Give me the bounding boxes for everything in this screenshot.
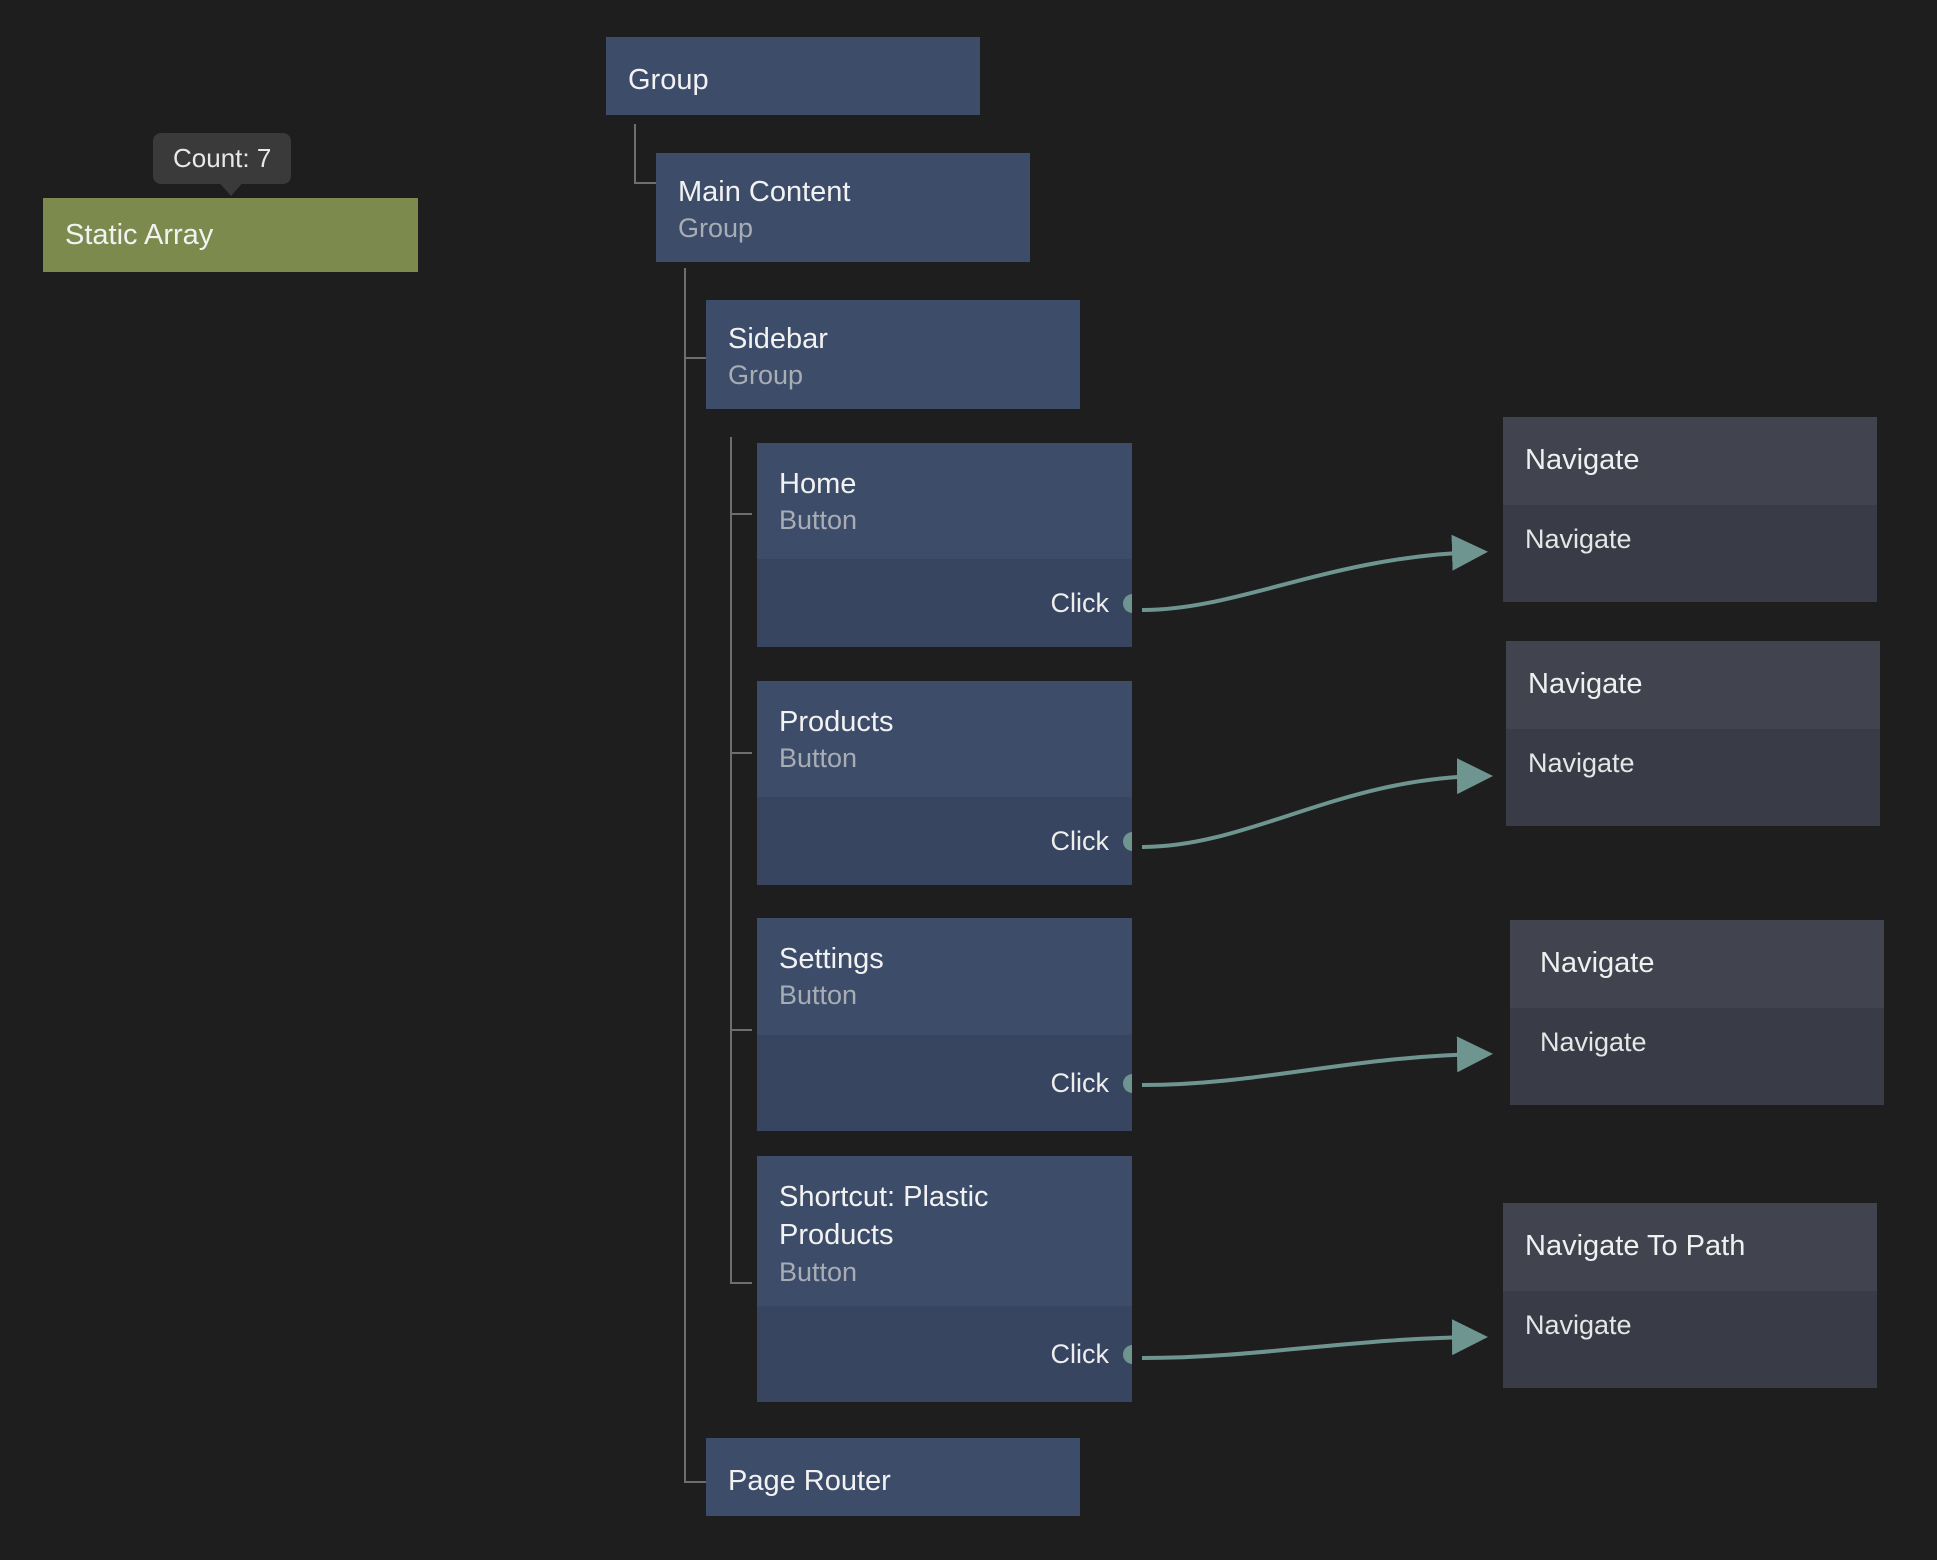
node-navigate-2-port-label[interactable]: Navigate <box>1506 729 1880 797</box>
node-products-click-label: Click <box>1051 826 1124 857</box>
tree-rail-shortcut-elbow <box>730 1282 752 1284</box>
node-navigate-1[interactable]: Navigate Navigate <box>1503 417 1877 602</box>
node-sidebar[interactable]: Sidebar Group <box>706 300 1080 415</box>
tree-rail-group <box>634 124 636 184</box>
count-tooltip-arrow <box>217 180 245 196</box>
node-navigate-to-path-port-label[interactable]: Navigate <box>1503 1291 1877 1359</box>
node-home-click-port[interactable] <box>1123 594 1132 613</box>
node-shortcut-plastic-products-head: Shortcut: Plastic Products Button <box>757 1156 1132 1306</box>
node-shortcut-plastic-products-title: Shortcut: Plastic Products <box>779 1178 1034 1255</box>
wire-shortcut-to-navigate-to-path <box>1142 1337 1480 1358</box>
node-shortcut-plastic-products-click-port[interactable] <box>1123 1345 1132 1364</box>
node-navigate-3[interactable]: Navigate Navigate <box>1510 920 1884 1105</box>
node-settings-body: Click <box>757 1035 1132 1131</box>
node-products[interactable]: Products Button Click <box>757 681 1132 885</box>
node-settings-click-port[interactable] <box>1123 1074 1132 1093</box>
node-shortcut-plastic-products-subtitle: Button <box>779 1255 1110 1290</box>
node-page-router-title: Page Router <box>728 1462 1058 1500</box>
node-page-router-head: Page Router <box>706 1438 1080 1516</box>
node-products-body: Click <box>757 797 1132 885</box>
node-navigate-3-port-label[interactable]: Navigate <box>1510 1008 1884 1076</box>
tree-rail-home-elbow <box>730 513 752 515</box>
tree-rail-group-elbow <box>634 182 656 184</box>
tree-rail-main-content <box>684 268 686 1483</box>
node-settings-click-label: Click <box>1051 1068 1124 1099</box>
node-navigate-3-head: Navigate <box>1510 920 1884 1008</box>
node-products-head: Products Button <box>757 681 1132 797</box>
node-navigate-to-path-body: Navigate <box>1503 1291 1877 1388</box>
node-navigate-1-port-label[interactable]: Navigate <box>1503 505 1877 573</box>
node-navigate-to-path-title: Navigate To Path <box>1525 1227 1855 1265</box>
wire-home-to-navigate <box>1142 552 1480 610</box>
node-home-title: Home <box>779 465 1110 503</box>
node-group-title: Group <box>628 61 958 99</box>
node-navigate-1-title: Navigate <box>1525 441 1855 479</box>
tree-rail-products-elbow <box>730 752 752 754</box>
wire-settings-to-navigate <box>1142 1054 1485 1085</box>
node-navigate-3-body: Navigate <box>1510 1008 1884 1105</box>
node-navigate-2-head: Navigate <box>1506 641 1880 729</box>
node-settings-title: Settings <box>779 940 1110 978</box>
node-home-click-label: Click <box>1051 588 1124 619</box>
node-settings-subtitle: Button <box>779 978 1110 1013</box>
wire-products-to-navigate <box>1142 776 1485 847</box>
node-products-title: Products <box>779 703 1110 741</box>
tree-rail-sidebar-children <box>730 437 732 1284</box>
node-main-content-subtitle: Group <box>678 211 1008 246</box>
node-page-router[interactable]: Page Router <box>706 1438 1080 1525</box>
node-navigate-1-body: Navigate <box>1503 505 1877 602</box>
node-navigate-1-head: Navigate <box>1503 417 1877 505</box>
tree-rail-sidebar-elbow <box>684 357 706 359</box>
node-shortcut-plastic-products-click-label: Click <box>1051 1339 1124 1370</box>
node-home-head: Home Button <box>757 443 1132 559</box>
node-products-click-port[interactable] <box>1123 832 1132 851</box>
node-main-content-title: Main Content <box>678 173 1008 211</box>
count-tooltip-label: Count: 7 <box>173 143 271 173</box>
node-main-content-head: Main Content Group <box>656 153 1030 262</box>
node-main-content[interactable]: Main Content Group <box>656 153 1030 268</box>
node-home-body: Click <box>757 559 1132 647</box>
node-navigate-2[interactable]: Navigate Navigate <box>1506 641 1880 826</box>
tree-rail-page-router-elbow <box>684 1481 706 1483</box>
node-shortcut-plastic-products[interactable]: Shortcut: Plastic Products Button Click <box>757 1156 1132 1402</box>
node-navigate-3-title: Navigate <box>1532 944 1862 982</box>
node-navigate-to-path[interactable]: Navigate To Path Navigate <box>1503 1203 1877 1388</box>
node-group-head: Group <box>606 37 980 115</box>
node-navigate-2-title: Navigate <box>1528 665 1858 703</box>
node-static-array-head: Static Array <box>43 198 418 270</box>
node-products-subtitle: Button <box>779 741 1110 776</box>
node-group[interactable]: Group <box>606 37 980 124</box>
node-static-array[interactable]: Static Array <box>43 198 418 272</box>
node-home[interactable]: Home Button Click <box>757 443 1132 647</box>
node-sidebar-subtitle: Group <box>728 358 1058 393</box>
node-sidebar-head: Sidebar Group <box>706 300 1080 409</box>
node-settings[interactable]: Settings Button Click <box>757 918 1132 1131</box>
node-settings-head: Settings Button <box>757 918 1132 1035</box>
node-navigate-2-body: Navigate <box>1506 729 1880 826</box>
node-home-subtitle: Button <box>779 503 1110 538</box>
tree-rail-settings-elbow <box>730 1029 752 1031</box>
node-static-array-title: Static Array <box>65 216 396 254</box>
node-shortcut-plastic-products-body: Click <box>757 1306 1132 1402</box>
node-navigate-to-path-head: Navigate To Path <box>1503 1203 1877 1291</box>
count-tooltip: Count: 7 <box>153 133 291 184</box>
node-sidebar-title: Sidebar <box>728 320 1058 358</box>
